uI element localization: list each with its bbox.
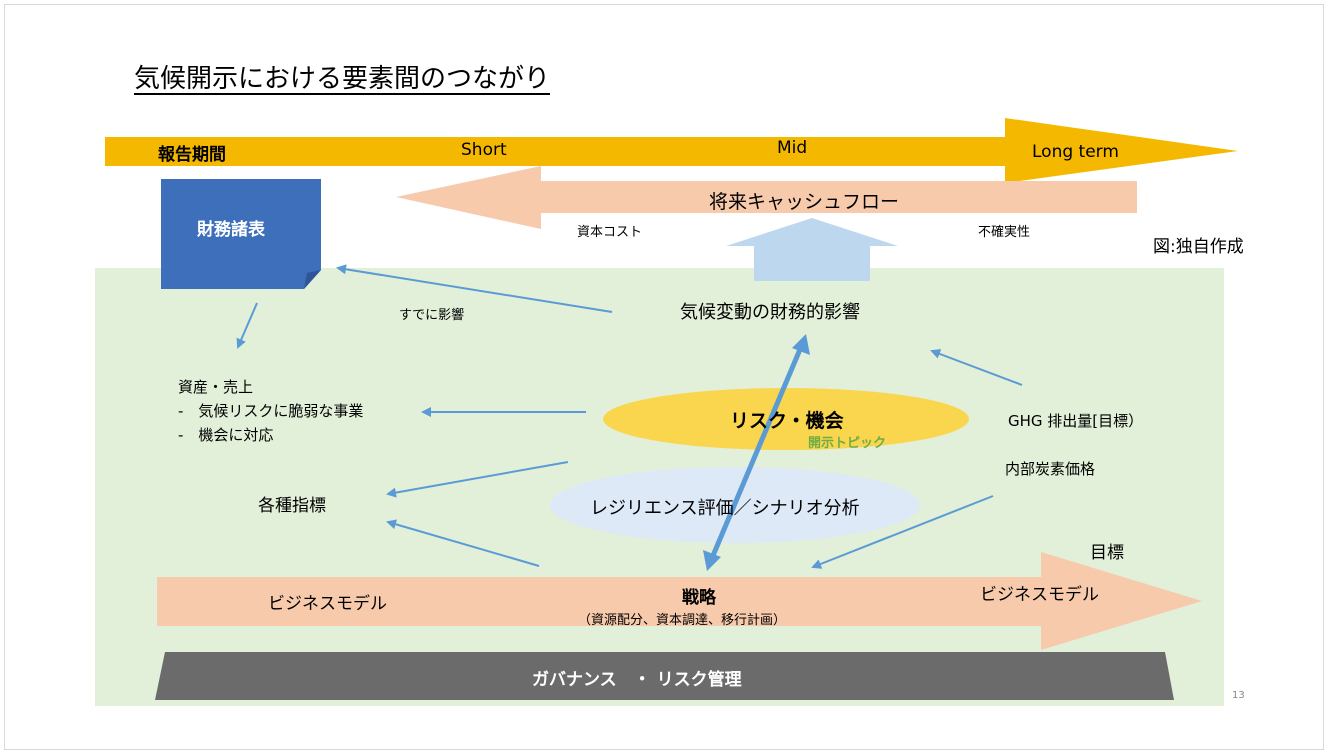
assets-bullet-opportunity: - 機会に対応 bbox=[178, 426, 274, 444]
ghg-emissions-label: GHG 排出量[目標） bbox=[1008, 412, 1144, 430]
cashflow-label: 将来キャッシュフロー bbox=[709, 191, 900, 213]
assets-heading: 資産・売上 bbox=[178, 378, 254, 396]
timeline-arrow bbox=[105, 118, 1238, 183]
risk-opportunity-label: リスク・機会 bbox=[730, 410, 844, 432]
assets-bullet-vulnerable: - 気候リスクに脆弱な事業 bbox=[178, 402, 364, 420]
targets-label: 目標 bbox=[1090, 543, 1124, 563]
cost-of-capital-label: 資本コスト bbox=[577, 225, 643, 240]
business-model-left-label: ビジネスモデル bbox=[268, 594, 387, 614]
strategy-sub-label: （資源配分、資本調達、移行計画） bbox=[578, 613, 787, 628]
folded-corner bbox=[304, 270, 321, 289]
already-impact-label: すでに影響 bbox=[399, 308, 465, 323]
resilience-label: レジリエンス評価／シナリオ分析 bbox=[590, 498, 860, 519]
metrics-label: 各種指標 bbox=[258, 496, 326, 516]
cashflow-arrow bbox=[396, 166, 1137, 229]
governance-bar bbox=[155, 652, 1174, 700]
reporting-period-label: 報告期間 bbox=[158, 145, 226, 165]
connector-arrows bbox=[236, 264, 1023, 569]
source-note: 図:独自作成 bbox=[1153, 237, 1244, 257]
business-model-right-label: ビジネスモデル bbox=[980, 585, 1099, 605]
uncertainty-label: 不確実性 bbox=[978, 225, 1031, 240]
timeline-short-label: Short bbox=[461, 140, 507, 160]
timeline-long-label: Long term bbox=[1032, 142, 1119, 162]
page-number: 13 bbox=[1232, 690, 1245, 701]
governance-label: ガバナンス ・ リスク管理 bbox=[532, 670, 742, 690]
strategy-label: 戦略 bbox=[682, 588, 716, 608]
strategy-arrow bbox=[157, 552, 1202, 650]
disclosure-topic-label: 開示トピック bbox=[808, 436, 887, 451]
internal-carbon-price-label: 内部炭素価格 bbox=[1005, 460, 1096, 478]
impact-up-arrow bbox=[726, 218, 898, 281]
strategy-impact-connector bbox=[703, 334, 810, 571]
slide-title: 気候開示における要素間のつながり bbox=[134, 64, 551, 94]
financial-statements-box bbox=[161, 179, 321, 289]
risk-opportunity-ellipse bbox=[603, 388, 969, 450]
climate-financial-impact-label: 気候変動の財務的影響 bbox=[680, 302, 860, 323]
financial-statements-label: 財務諸表 bbox=[197, 220, 265, 240]
timeline-mid-label: Mid bbox=[777, 138, 808, 158]
